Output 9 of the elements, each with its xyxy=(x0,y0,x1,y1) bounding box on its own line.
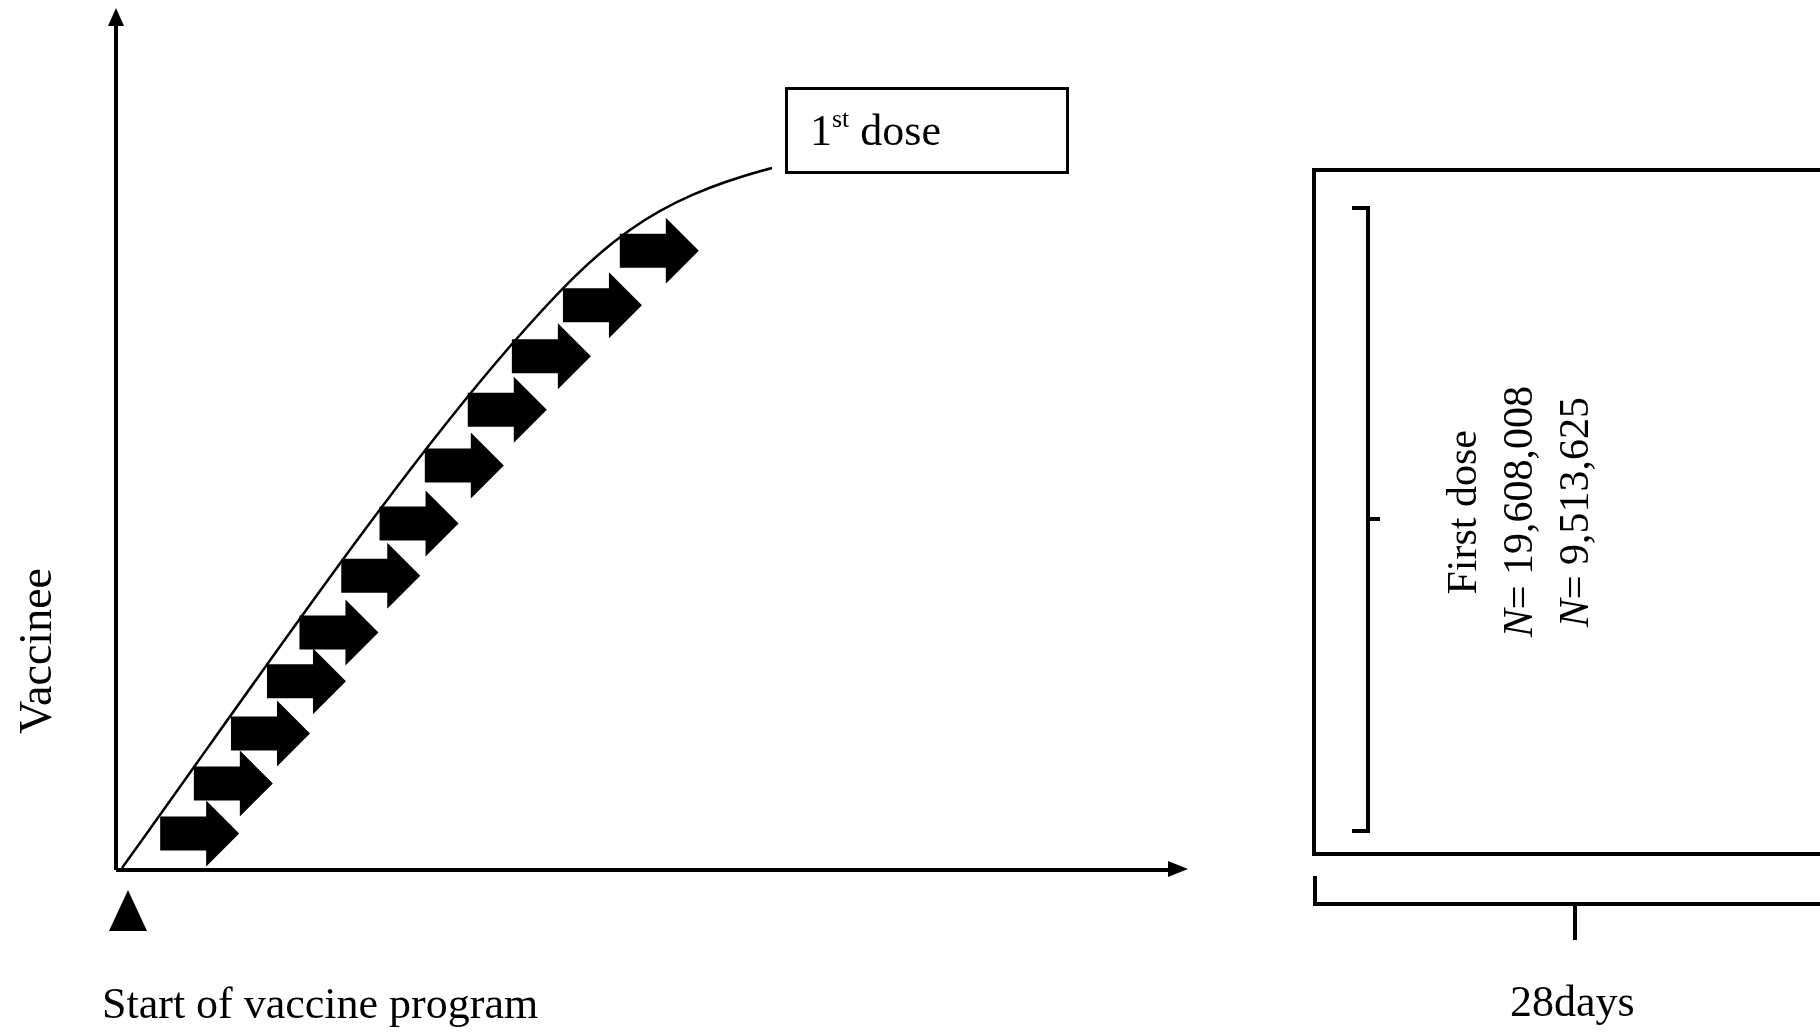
axis-label: Start of vaccine program xyxy=(102,982,539,1026)
label-box xyxy=(785,87,1069,174)
axis-label: Vaccinee xyxy=(10,568,62,734)
period-box xyxy=(1312,168,1820,856)
period-title: First dose xyxy=(1438,429,1486,595)
count-text: N= 19,608,008 xyxy=(1494,386,1542,638)
duration-label: 28days xyxy=(1510,980,1635,1024)
dose-label: 1$^{st}$ dose xyxy=(810,108,941,153)
count-text: N= 9,513,625 xyxy=(1550,396,1598,628)
